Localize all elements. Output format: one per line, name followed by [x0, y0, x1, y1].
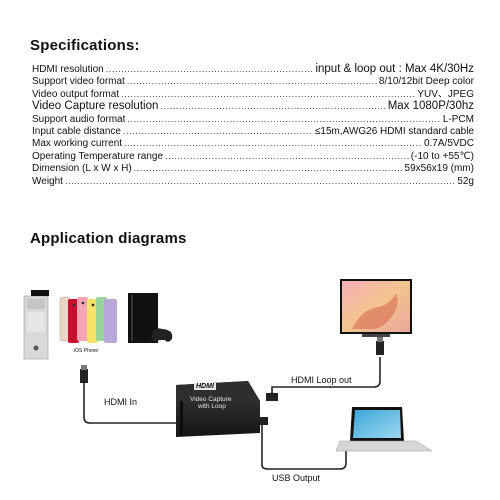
hdmi-plug-icon: [266, 393, 278, 401]
spec-label: HDMI resolution: [32, 64, 104, 75]
leader-dots: [127, 113, 440, 125]
hdmi-loop-out-label: HDMI Loop out: [291, 375, 352, 385]
pc-tower-icon: [23, 290, 49, 360]
spec-value: Max 1080P/30hz: [387, 100, 474, 113]
spec-label: Max working current: [32, 138, 123, 150]
hdmi-plug-icon: [376, 337, 384, 355]
specifications-table: HDMI resolution input & loop out : Max 4…: [32, 63, 474, 187]
usb-output-label: USB Output: [272, 473, 321, 483]
spec-value: 0.7A/5VDC: [423, 138, 474, 150]
laptop-icon: [335, 407, 433, 452]
spec-label: Operating Temperature range: [32, 150, 164, 162]
leader-dots: [124, 137, 422, 149]
spec-value: YUV、JPEG: [417, 88, 474, 100]
spec-row: Weight 52g: [32, 175, 474, 187]
leader-dots: [123, 125, 313, 137]
spec-row: Operating Temperature range (-10 to +55℃…: [32, 150, 474, 162]
application-diagrams-heading: Application diagrams: [30, 230, 187, 247]
spec-value: L-PCM: [442, 113, 474, 125]
hdmi-plug-icon: [80, 365, 88, 383]
leader-dots: [106, 63, 314, 75]
spec-value: ≤15m,AWG26 HDMI standard cable: [314, 125, 474, 137]
leader-dots: [134, 162, 403, 174]
spec-label: Input cable distance: [32, 125, 121, 137]
cable-lines: [83, 357, 381, 470]
spec-label: Weight: [32, 175, 63, 187]
specifications-heading: Specifications:: [30, 37, 140, 54]
game-console-icon: [128, 293, 173, 343]
spec-label: Support audio format: [32, 113, 126, 125]
spec-row: Dimension (L x W x H) 59x56x19 (mm): [32, 162, 474, 174]
spec-label: Video Capture resolution: [32, 100, 159, 113]
ios-phone-label: iOS Phone: [74, 348, 99, 354]
spec-value: (-10 to +55℃): [410, 150, 474, 162]
leader-dots: [121, 88, 415, 100]
diagram-illustration: [23, 279, 433, 470]
spec-label: Dimension (L x W x H): [32, 163, 132, 175]
spec-row: Max working current 0.7A/5VDC: [32, 137, 474, 149]
leader-dots: [160, 100, 385, 112]
leader-dots: [65, 175, 455, 187]
tv-icon: [340, 279, 412, 337]
hdmi-loop-out-cable: [271, 357, 381, 397]
usb-plug-icon: [254, 417, 350, 450]
application-diagram: iOS Phone HDMI In HDMI Loop out USB Outp…: [0, 255, 500, 500]
spec-row: Video output format YUV、JPEG: [32, 88, 474, 100]
spec-value: 59x56x19 (mm): [404, 163, 474, 175]
spec-row: Input cable distance ≤15m,AWG26 HDMI sta…: [32, 125, 474, 137]
hdmi-in-cable: [83, 383, 176, 424]
spec-value: 52g: [457, 175, 474, 187]
leader-dots: [127, 75, 377, 87]
spec-row: HDMI resolution input & loop out : Max 4…: [32, 63, 474, 75]
spec-label: Video output format: [32, 88, 120, 100]
hdmi-logo: HDMI: [194, 383, 216, 390]
hdmi-in-label: HDMI In: [104, 397, 138, 407]
leader-dots: [165, 150, 409, 162]
spec-label: Support video format: [32, 76, 125, 88]
spec-row: Video Capture resolution Max 1080P/30hz: [32, 100, 474, 112]
usb-output-cable: [261, 425, 347, 470]
device-label-line1: Video Capture: [190, 396, 232, 403]
device-label-line2: with Loop: [198, 403, 226, 410]
spec-value: 8/10/12bit Deep color: [378, 76, 474, 88]
spec-value: input & loop out : Max 4K/30Hz: [315, 63, 474, 75]
spec-row: Support video format 8/10/12bit Deep col…: [32, 75, 474, 87]
spec-row: Support audio format L-PCM: [32, 113, 474, 125]
phones-icon: [59, 296, 117, 343]
